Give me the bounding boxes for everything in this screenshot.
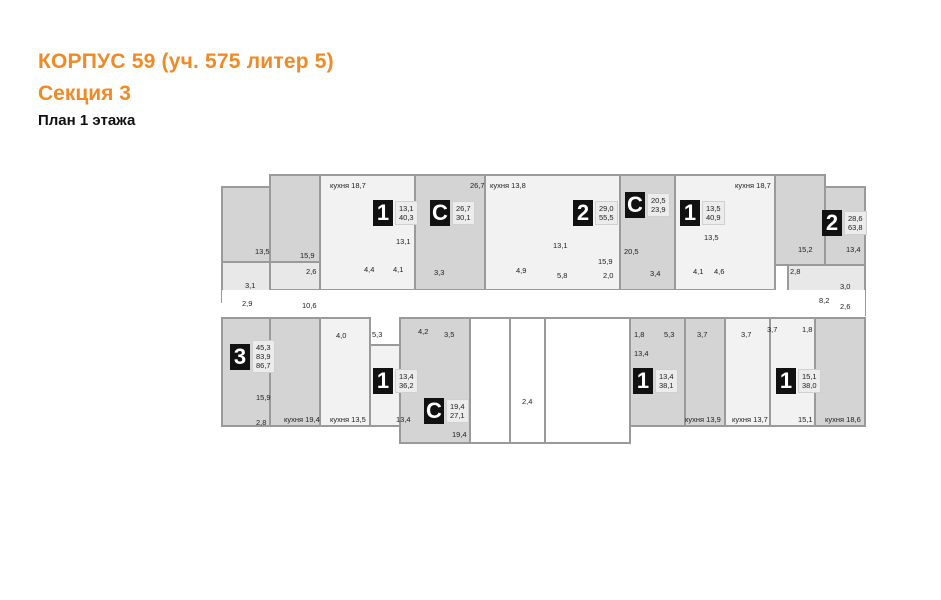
room-label: 10,6 (302, 301, 317, 310)
room-label: 8,2 (819, 296, 830, 305)
room-label: 15,9 (300, 251, 315, 260)
room-label: 13,1 (396, 237, 411, 246)
room-label: 3,4 (650, 269, 661, 278)
room-label: 4,0 (336, 331, 347, 340)
room-label: 3,1 (245, 281, 256, 290)
room-label: 15,2 (798, 245, 813, 254)
room-label: 2,6 (840, 302, 851, 311)
room-label: 13,5 (255, 247, 270, 256)
room-label: кухня 18,6 (825, 415, 861, 424)
room-label: 15,9 (598, 257, 613, 266)
room-label: 2,4 (522, 397, 533, 406)
room-label: кухня 13,8 (490, 181, 526, 190)
room-label: 13,5 (704, 233, 719, 242)
room-label: кухня 13,9 (685, 415, 721, 424)
room-label: 13,4 (846, 245, 861, 254)
room-label: 2,6 (306, 267, 317, 276)
room-label: 3,7 (697, 330, 708, 339)
room-label: 3,7 (741, 330, 752, 339)
room-label: 5,3 (664, 330, 675, 339)
building-title: КОРПУС 59 (уч. 575 литер 5) (38, 50, 334, 73)
room-label: кухня 19,4 (284, 415, 320, 424)
room-label: 15,1 (798, 415, 813, 424)
room-label: кухня 13,5 (330, 415, 366, 424)
room-label: 20,5 (624, 247, 639, 256)
room-label: 2,9 (242, 299, 253, 308)
room-label: 5,3 (372, 330, 383, 339)
room-label: 3,3 (434, 268, 445, 277)
room-label: 13,4 (634, 349, 649, 358)
room-label: 4,1 (393, 265, 404, 274)
room-label: 2,0 (603, 271, 614, 280)
room-label: 3,7 (767, 325, 778, 334)
room-label: 13,1 (553, 241, 568, 250)
room-label: кухня 13,7 (732, 415, 768, 424)
room-label: 1,8 (802, 325, 813, 334)
room-label: 5,8 (557, 271, 568, 280)
room-label: 19,4 (452, 430, 467, 439)
room-label: кухня 18,7 (735, 181, 771, 190)
room-label: 3,0 (840, 282, 851, 291)
room-label: 4,4 (364, 265, 375, 274)
room-label: 26,7 (470, 181, 485, 190)
room-label: кухня 18,7 (330, 181, 366, 190)
room-label: 4,9 (516, 266, 527, 275)
room-label: 15,9 (256, 393, 271, 402)
room-label: 4,6 (714, 267, 725, 276)
room-label: 2,8 (256, 418, 267, 427)
section-title: Секция 3 (38, 82, 131, 105)
room-label: 2,8 (790, 267, 801, 276)
room-label: 4,2 (418, 327, 429, 336)
room-label: 1,8 (634, 330, 645, 339)
room-label: 4,1 (693, 267, 704, 276)
room-label: 13,4 (396, 415, 411, 424)
floor-title: План 1 этажа (38, 112, 136, 129)
room-label: 3,5 (444, 330, 455, 339)
